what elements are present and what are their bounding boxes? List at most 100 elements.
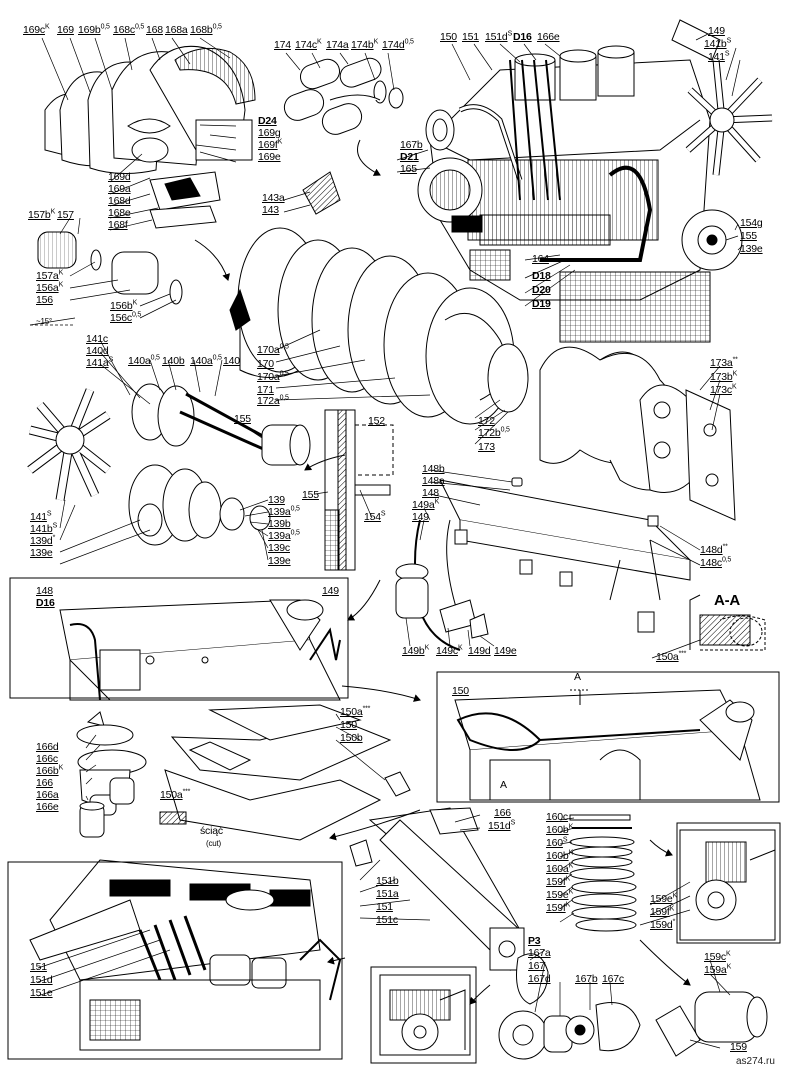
label-139e-top: 139e (740, 243, 763, 255)
label-173b: 173bK (710, 370, 738, 383)
pulley-frame-152-155 (324, 409, 394, 571)
label-155-bottom: 155 (302, 489, 319, 501)
label-139a-1: 139a0,5 (268, 505, 300, 518)
label-148-frame: 148 (36, 585, 53, 597)
label-151e: 151e (30, 987, 53, 999)
label-139b: 139b (268, 518, 291, 530)
leader-lines (37, 33, 743, 1049)
label-167b: 167b (575, 973, 598, 985)
label-160c: 160c (546, 811, 568, 823)
label-165: 165 (400, 163, 417, 175)
label-151d-right: 151dS (488, 819, 516, 832)
label-166d: 166d (36, 741, 59, 753)
label-168b: 168b0,5 (190, 23, 222, 36)
label-150b: 150b (340, 732, 363, 744)
label-155-mid: 155 (234, 413, 251, 425)
label-160b-2: 160bK (546, 849, 574, 862)
label-156b: 156bK (110, 299, 138, 312)
label-152: 152 (368, 415, 385, 427)
label-159a: 159aK (704, 963, 732, 976)
label-d20: D20 (532, 284, 551, 296)
label-151d-frame: 151d (30, 974, 53, 986)
label-151-mid: 151 (376, 901, 393, 913)
detail-frame-d16 (59, 599, 341, 701)
label-166e: 166e (537, 31, 560, 43)
label-168d: 168d (108, 195, 131, 207)
label-141b: 141bS (704, 37, 732, 50)
label-148a: 148a (422, 475, 445, 487)
label-151-frame: 151 (30, 961, 47, 973)
label-154g: 154g (740, 217, 763, 229)
label-166a: 166a (36, 789, 59, 801)
ducts-173 (539, 346, 736, 521)
label-143a: 143a (262, 192, 285, 204)
label-150-top: 150 (440, 31, 457, 43)
label-166b: 166bK (36, 764, 64, 777)
manifold-151 (349, 807, 525, 971)
label-p3: P3 (528, 935, 541, 947)
label-sciac: ściąć (200, 825, 223, 837)
angle-note: ~15° (36, 317, 52, 326)
label-172a: 172a0,5 (257, 394, 289, 407)
label-150-frame: 150 (452, 685, 469, 697)
label-139a-2: 139a0,5 (268, 529, 300, 542)
label-d16-top: D16 (513, 31, 532, 43)
label-157b: 157bK (28, 208, 56, 221)
label-148b: 148b (422, 463, 445, 475)
label-149-mid: 149 (412, 511, 429, 523)
fan-141 (685, 59, 773, 176)
label-149c: 149cK (436, 644, 463, 657)
label-159e: 159eK (546, 888, 574, 901)
label-169f: 169fK (258, 138, 283, 151)
label-a-marker: A (574, 671, 581, 683)
detail-frame-159 (679, 829, 776, 941)
label-141a: 141aS (86, 356, 114, 369)
label-151-top: 151 (462, 31, 479, 43)
label-169e: 169e (258, 151, 281, 163)
label-151b: 151b (376, 875, 399, 887)
label-148: 148 (422, 487, 439, 499)
label-154s: 154S (364, 510, 386, 523)
label-141bs: 141bS (30, 522, 58, 535)
label-159f-k: 159fK (650, 905, 675, 918)
angle-indicator (29, 317, 76, 326)
label-151a: 151a (376, 888, 399, 900)
label-167d: 167d (528, 973, 551, 985)
label-156c: 156c0,5 (110, 311, 142, 324)
label-d18: D18 (532, 270, 551, 282)
detail-frame-150 (454, 689, 761, 801)
label-167a: 167a (528, 947, 551, 959)
flow-arrows (194, 139, 691, 1005)
bracket-143 (302, 171, 341, 215)
label-140a-1: 140a0,5 (128, 354, 160, 367)
label-170a-1: 170a0,5 (257, 343, 289, 356)
label-150a-mid: 150a*** (340, 705, 371, 718)
label-174d: 174d0,5 (382, 38, 414, 51)
label-168e: 168e (108, 207, 131, 219)
label-173a: 173a** (710, 356, 738, 369)
label-d19: D19 (532, 298, 551, 310)
label-167: 167 (528, 960, 545, 972)
label-169b: 169b0,5 (78, 23, 110, 36)
part-159 (655, 991, 768, 1057)
detail-frame-p3 (379, 974, 471, 1056)
label-169a: 169a (108, 183, 131, 195)
label-140d: 140d (86, 345, 109, 357)
label-151c: 151c (376, 914, 398, 926)
label-d21: D21 (400, 151, 419, 163)
label-141c: 141c (86, 333, 108, 345)
label-159e-k: 159eK (650, 892, 678, 905)
label-168c: 168c0,5 (113, 23, 145, 36)
manifold-148-149 (395, 477, 692, 651)
label-170: 170 (257, 358, 274, 370)
label-168a: 168a (165, 24, 188, 36)
turbo-167 (498, 953, 641, 1060)
label-171: 171 (257, 384, 274, 396)
label-159f-2: 159fK (546, 901, 571, 914)
label-151d: 151dS (485, 30, 513, 43)
label-170a-2: 170a0,5 (257, 370, 289, 383)
parts-166 (76, 704, 411, 841)
label-169d: 169d (108, 171, 131, 183)
label-169g: 169g (258, 127, 281, 139)
